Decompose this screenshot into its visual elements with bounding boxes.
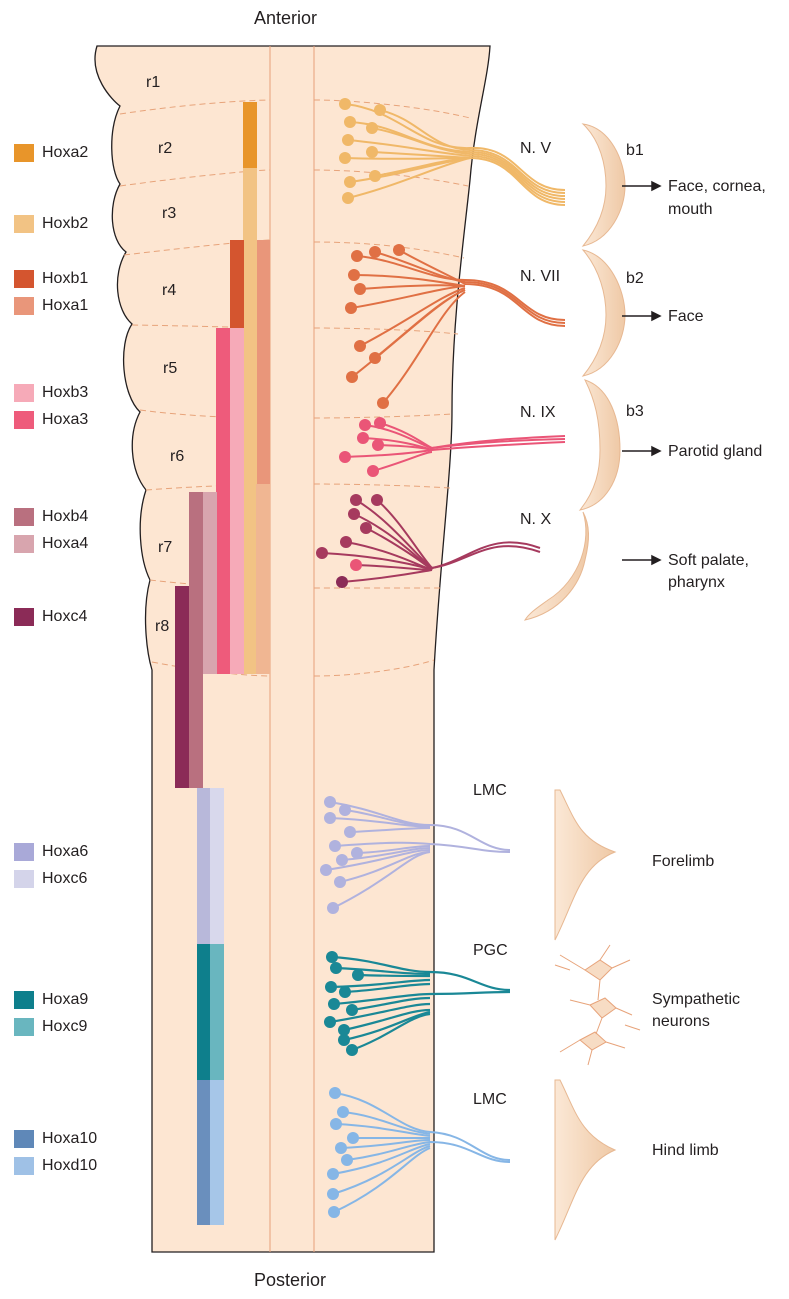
legend-label: Hoxa1: [42, 297, 88, 315]
legend-item-hoxb1: Hoxb1: [14, 269, 88, 289]
legend-swatch: [14, 144, 34, 162]
target-sympathetic: Sympathetic: [652, 990, 740, 1009]
target-hindlimb: Hind limb: [652, 1141, 719, 1160]
target-face-cornea: Face, cornea,: [668, 177, 766, 196]
legend-item-hoxa4: Hoxa4: [14, 534, 88, 554]
legend-label: Hoxb1: [42, 270, 88, 288]
bar-hoxb4: [189, 492, 203, 788]
arch-b2-label: b2: [626, 270, 644, 288]
target-mouth: mouth: [668, 200, 712, 219]
arrows: [622, 182, 660, 564]
bar-hoxd10: [210, 1080, 224, 1225]
legend-label: Hoxc4: [42, 608, 87, 626]
nerve-vii-label: N. VII: [520, 268, 560, 286]
legend-swatch: [14, 1157, 34, 1175]
lmc-forelimb-label: LMC: [473, 782, 507, 800]
legend-label: Hoxa9: [42, 991, 88, 1009]
legend-item-hoxa3: Hoxa3: [14, 410, 88, 430]
legend-label: Hoxd10: [42, 1157, 97, 1175]
bar-hoxc4: [175, 586, 189, 788]
legend-item-hoxb4: Hoxb4: [14, 507, 88, 527]
legend-label: Hoxb3: [42, 384, 88, 402]
target-soft-palate: Soft palate,: [668, 551, 749, 570]
bar-hoxb2: [243, 168, 257, 674]
legend-label: Hoxc6: [42, 870, 87, 888]
rhombomere-r5: r5: [163, 360, 177, 378]
legend-label: Hoxb2: [42, 215, 88, 233]
bar-hoxc6: [210, 788, 224, 944]
bar-hoxb1: [230, 240, 244, 328]
neural-tube: [95, 46, 490, 1252]
bar-hoxa2: [243, 102, 257, 168]
arch-b3-label: b3: [626, 403, 644, 421]
legend-swatch: [14, 384, 34, 402]
nerve-x-label: N. X: [520, 511, 551, 529]
legend-label: Hoxa2: [42, 144, 88, 162]
legend-item-hoxb2: Hoxb2: [14, 214, 88, 234]
legend-item-hoxd10: Hoxd10: [14, 1156, 97, 1176]
legend-swatch: [14, 608, 34, 626]
rhombomere-r1: r1: [146, 74, 160, 92]
forelimb-shape: [555, 790, 615, 940]
legend-swatch: [14, 535, 34, 553]
rhombomere-r4: r4: [162, 282, 176, 300]
legend-swatch: [14, 991, 34, 1009]
legend-swatch: [14, 1130, 34, 1148]
legend-item-hoxa10: Hoxa10: [14, 1129, 97, 1149]
bar-hoxb3: [230, 328, 244, 674]
legend-swatch: [14, 411, 34, 429]
legend-item-hoxc4: Hoxc4: [14, 607, 87, 627]
legend-swatch: [14, 270, 34, 288]
target-neurons: neurons: [652, 1012, 710, 1031]
legend-label: Hoxa4: [42, 535, 88, 553]
legend-item-hoxa1: Hoxa1: [14, 296, 88, 316]
legend-label: Hoxa6: [42, 843, 88, 861]
legend-item-hoxa9: Hoxa9: [14, 990, 88, 1010]
rhombomere-r6: r6: [170, 448, 184, 466]
pgc-label: PGC: [473, 942, 508, 960]
legend-swatch: [14, 215, 34, 233]
legend-item-hoxb3: Hoxb3: [14, 383, 88, 403]
rhombomere-r7: r7: [158, 539, 172, 557]
anterior-label: Anterior: [254, 8, 317, 29]
nerve-x-pink-body: [350, 559, 362, 571]
legend-label: Hoxc9: [42, 1018, 87, 1036]
legend-swatch: [14, 870, 34, 888]
legend-swatch: [14, 297, 34, 315]
legend-item-hoxa6: Hoxa6: [14, 842, 88, 862]
sympathetic-neurons-sketch: [555, 945, 640, 1065]
target-parotid: Parotid gland: [668, 442, 762, 461]
legend-label: Hoxb4: [42, 508, 88, 526]
hox-bars-spinal: [197, 788, 224, 1225]
lmc-hindlimb-label: LMC: [473, 1091, 507, 1109]
hindlimb-shape: [555, 1080, 615, 1240]
posterior-label: Posterior: [254, 1270, 326, 1291]
legend-swatch: [14, 843, 34, 861]
legend-label: Hoxa3: [42, 411, 88, 429]
bar-hoxa3: [216, 328, 230, 674]
legend-item-hoxa2: Hoxa2: [14, 143, 88, 163]
rhombomere-r3: r3: [162, 205, 176, 223]
bar-hoxa10: [197, 1080, 210, 1225]
bar-hoxa6: [197, 788, 210, 944]
target-face: Face: [668, 307, 704, 326]
legend-swatch: [14, 508, 34, 526]
legend-label: Hoxa10: [42, 1130, 97, 1148]
legend-item-hoxc9: Hoxc9: [14, 1017, 87, 1037]
target-forelimb: Forelimb: [652, 852, 714, 871]
legend-item-hoxc6: Hoxc6: [14, 869, 87, 889]
legend-swatch: [14, 1018, 34, 1036]
nerve-v-label: N. V: [520, 140, 551, 158]
rhombomere-r2: r2: [158, 140, 172, 158]
rhombomere-r8: r8: [155, 618, 169, 636]
target-pharynx: pharynx: [668, 573, 725, 592]
bar-hoxa9: [197, 944, 210, 1080]
nerve-ix-label: N. IX: [520, 404, 556, 422]
bar-hoxc9: [210, 944, 224, 1080]
arch-b1-label: b1: [626, 142, 644, 160]
bar-hoxa4: [203, 492, 217, 674]
